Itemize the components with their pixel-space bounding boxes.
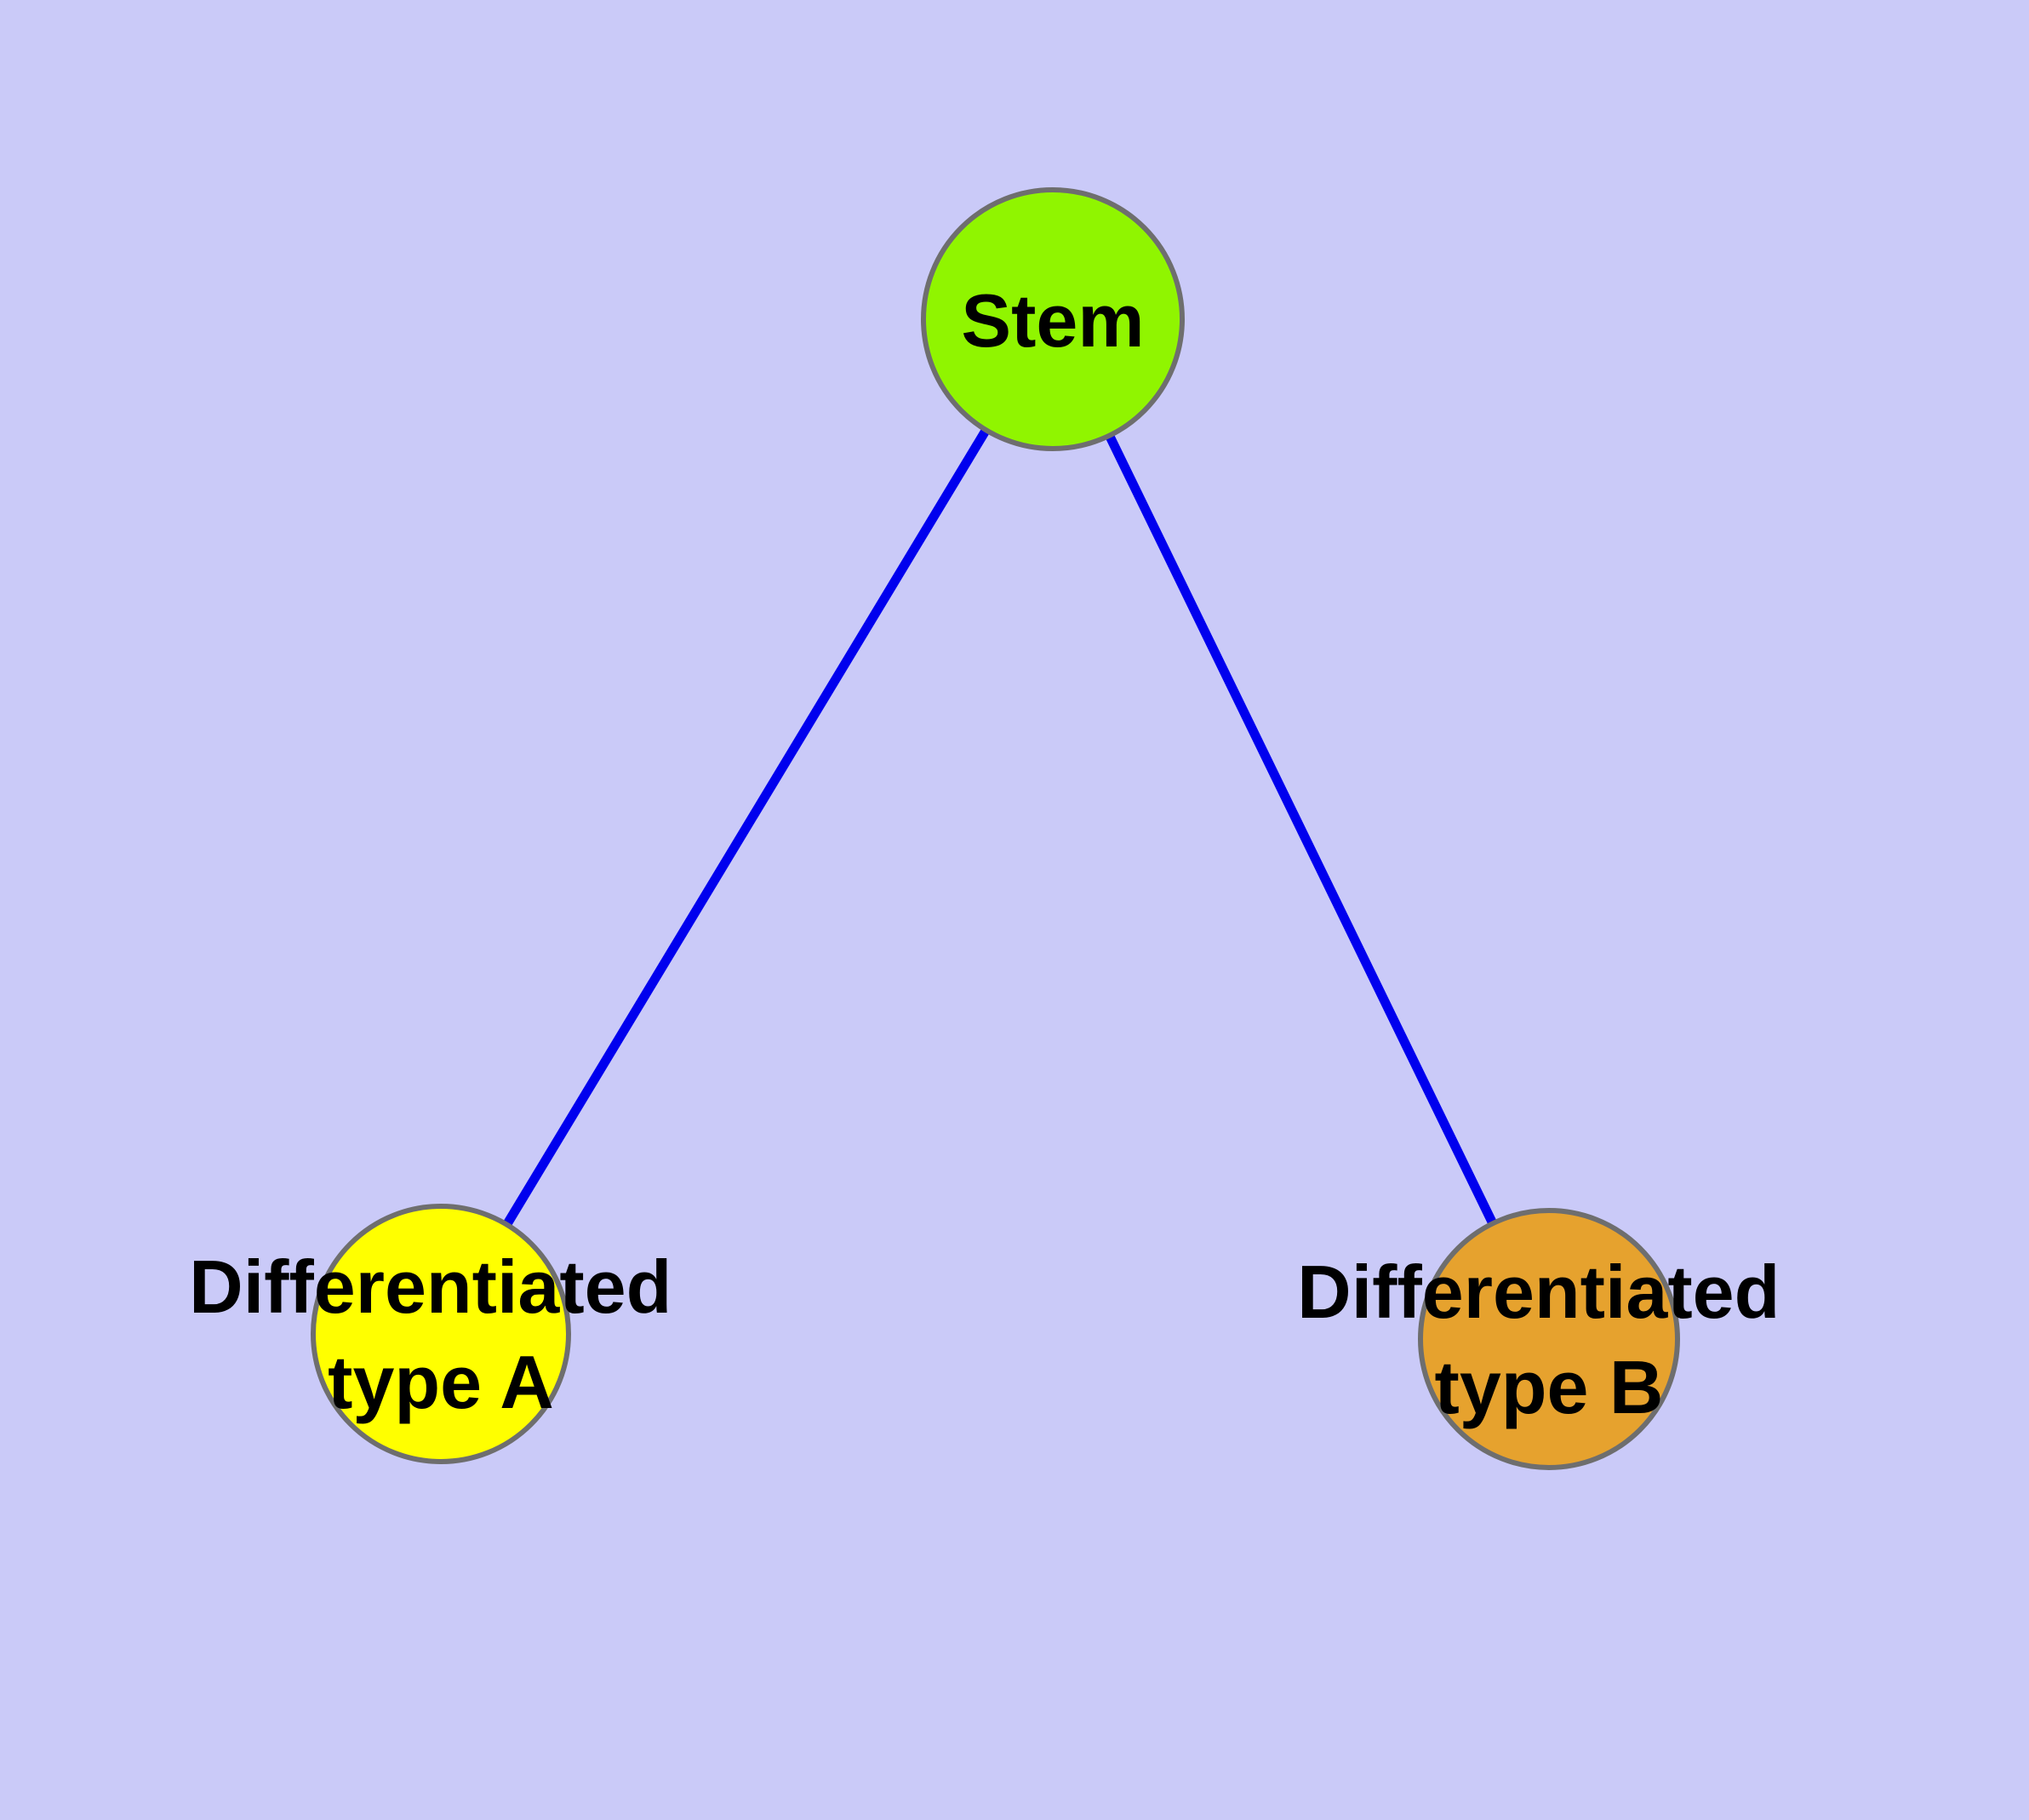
node-type-a-label-line1: Differentiated [189,1245,672,1329]
node-stem: Stem [921,187,1185,451]
node-stem-label: Stem [961,278,1144,363]
node-type-a-label: Differentiated type A [189,1245,693,1424]
node-type-a-circle [311,1204,571,1464]
node-type-b-label-line2: type B [1435,1345,1664,1429]
edges [437,317,1553,1342]
node-type-b-label-line1: Differentiated [1297,1250,1780,1334]
node-type-b-circle [1418,1208,1680,1470]
node-stem-circle [921,187,1185,451]
node-type-a: Differentiated type A [189,1204,693,1464]
edge-stem-to-type-a [437,317,1057,1336]
node-type-a-label-line2: type A [328,1340,554,1424]
edge-stem-to-type-b [1049,317,1553,1342]
node-type-b-label: Differentiated type B [1297,1250,1801,1429]
node-type-b: Differentiated type B [1297,1208,1801,1470]
